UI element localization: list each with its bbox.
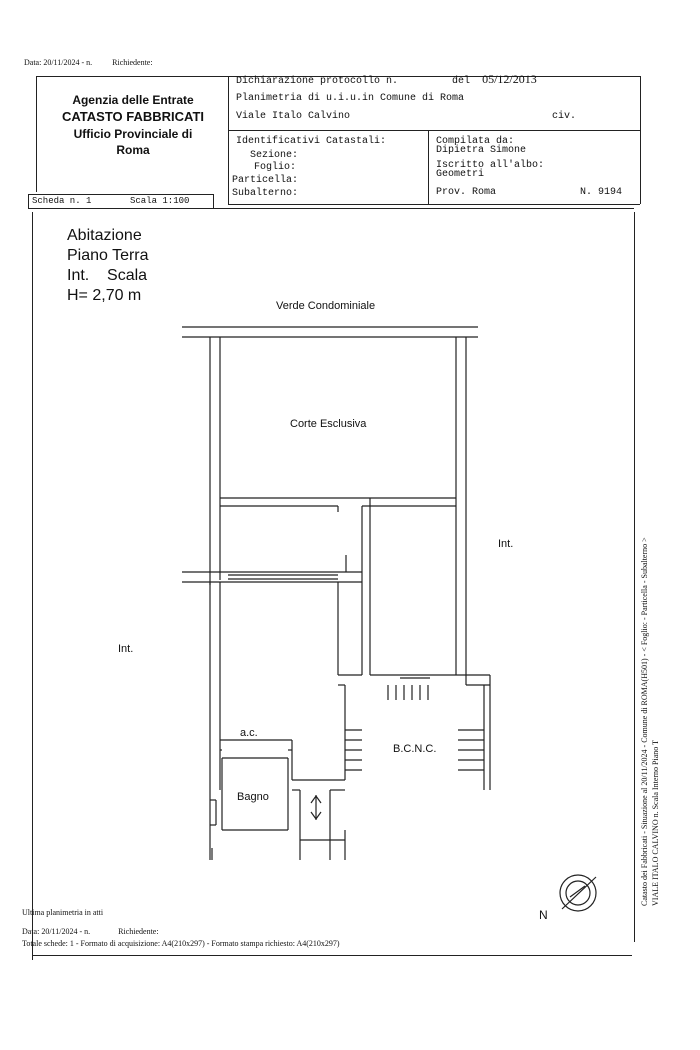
plan-title: Planimetria di u.i.u.in Comune di Roma (236, 93, 465, 104)
compiled-by: Compilata da: (436, 136, 515, 147)
registered-label: Iscritto all'albo: (436, 160, 545, 171)
register-number: N. 9194 (580, 187, 623, 198)
drawing-frame-bottom (32, 955, 632, 956)
label-bagno: Bagno (237, 791, 269, 803)
agency-office: CATASTO FABBRICATI (61, 109, 205, 124)
address: Viale Italo Calvino (236, 111, 351, 122)
frame-divider (228, 76, 229, 204)
frame-inner-divider (428, 130, 429, 204)
sheet-scale: Scala 1:100 (130, 196, 190, 206)
plan-title-2: Piano Terra (67, 247, 149, 264)
drawing-frame-top (30, 208, 634, 209)
footer-last-plan: Ultima planimetria in atti (22, 908, 104, 917)
drawing-frame-left (32, 212, 33, 960)
particella-label: Particella: (232, 175, 299, 186)
plan-title-3: Int. Scala (67, 267, 148, 284)
sezione-label: Sezione: (250, 150, 299, 161)
profession: Geometri (436, 169, 485, 180)
province: Prov. Roma (436, 187, 497, 198)
plan-title-block: Abitazione Piano Terra Int. Scala H= 2,7… (67, 226, 149, 306)
compiler-name: Dipietra Simone (436, 145, 527, 156)
ident-title: Identificativi Catastali: (236, 136, 387, 147)
footer-date: Data: 20/11/2024 - n. Richiedente: (22, 927, 159, 936)
sheet-number: Scheda n. 1 (32, 196, 92, 206)
drawing-frame-right (634, 212, 635, 942)
label-verde: Verde Condominiale (276, 300, 376, 312)
side-text-line-1: Catasto dei Fabbricati - Situazione al 2… (640, 537, 649, 906)
north-arrow-icon (559, 874, 597, 912)
frame-top (36, 76, 640, 77)
top-date: Data: 20/11/2024 - n. Richiedente: (24, 58, 153, 67)
label-ac: a.c. (240, 727, 258, 739)
plan-title-1: Abitazione (67, 227, 142, 244)
agency-city: Roma (116, 143, 150, 157)
label-north: N (539, 908, 548, 922)
label-bcnc: B.C.N.C. (393, 743, 437, 755)
plan-title-4: H= 2,70 m (67, 287, 142, 304)
label-int-right: Int. (498, 538, 514, 550)
frame-right (640, 76, 641, 204)
label-corte: Corte Esclusiva (290, 418, 367, 430)
label-int-left: Int. (118, 643, 134, 655)
frame-hline (228, 130, 640, 131)
protocol-line: Dichiarazione protocollo n. del 05/12/20… (236, 72, 537, 88)
side-text-line-2: VIALE ITALO CALVINO n. Scala Interno Pia… (651, 740, 660, 906)
agency-provincial: Ufficio Provinciale di (73, 127, 193, 141)
subalterno-label: Subalterno: (232, 188, 299, 199)
civ-label: civ. (552, 111, 577, 122)
agency-name: Agenzia delle Entrate (72, 93, 194, 107)
frame-bottom (228, 204, 640, 205)
frame-left (36, 76, 37, 192)
agency-block: Agenzia delle Entrate CATASTO FABBRICATI… (40, 92, 226, 158)
foglio-label: Foglio: (254, 162, 297, 173)
footer-totals: Totale schede: 1 - Formato di acquisizio… (22, 939, 340, 948)
